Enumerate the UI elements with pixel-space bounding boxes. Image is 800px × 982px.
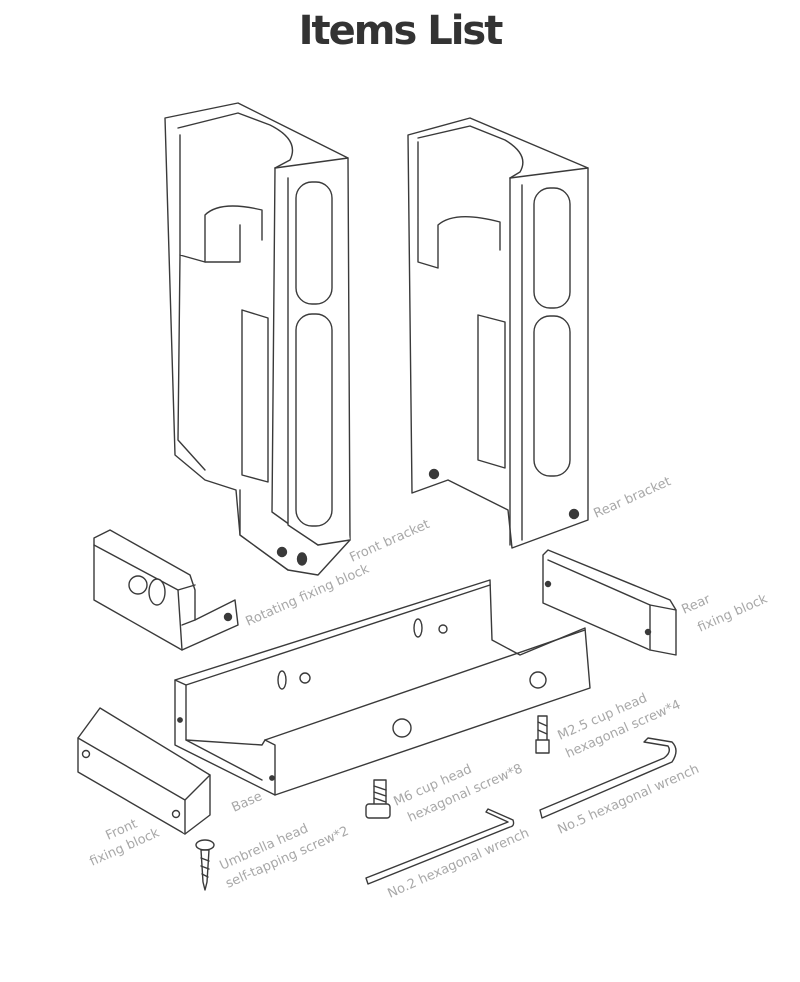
label-base: Base: [230, 789, 265, 816]
m6-screw: [365, 779, 391, 819]
umbrella-screw: [195, 839, 215, 891]
no2-wrench: [365, 808, 515, 885]
rotating-fixing-block: [93, 529, 239, 651]
front-fixing-block: [77, 707, 211, 835]
rear-fixing-block: [542, 549, 677, 656]
base: [174, 579, 591, 796]
label-rear-bracket: Rear bracket: [592, 474, 674, 521]
no5-wrench: [539, 737, 677, 819]
front-bracket: [164, 102, 351, 576]
m25-screw: [535, 715, 550, 754]
label-rear-fixing-block-1: Rear: [680, 592, 714, 618]
page-title: Items List: [298, 8, 504, 54]
rear-bracket: [407, 117, 589, 549]
label-front-bracket: Front bracket: [348, 517, 433, 566]
